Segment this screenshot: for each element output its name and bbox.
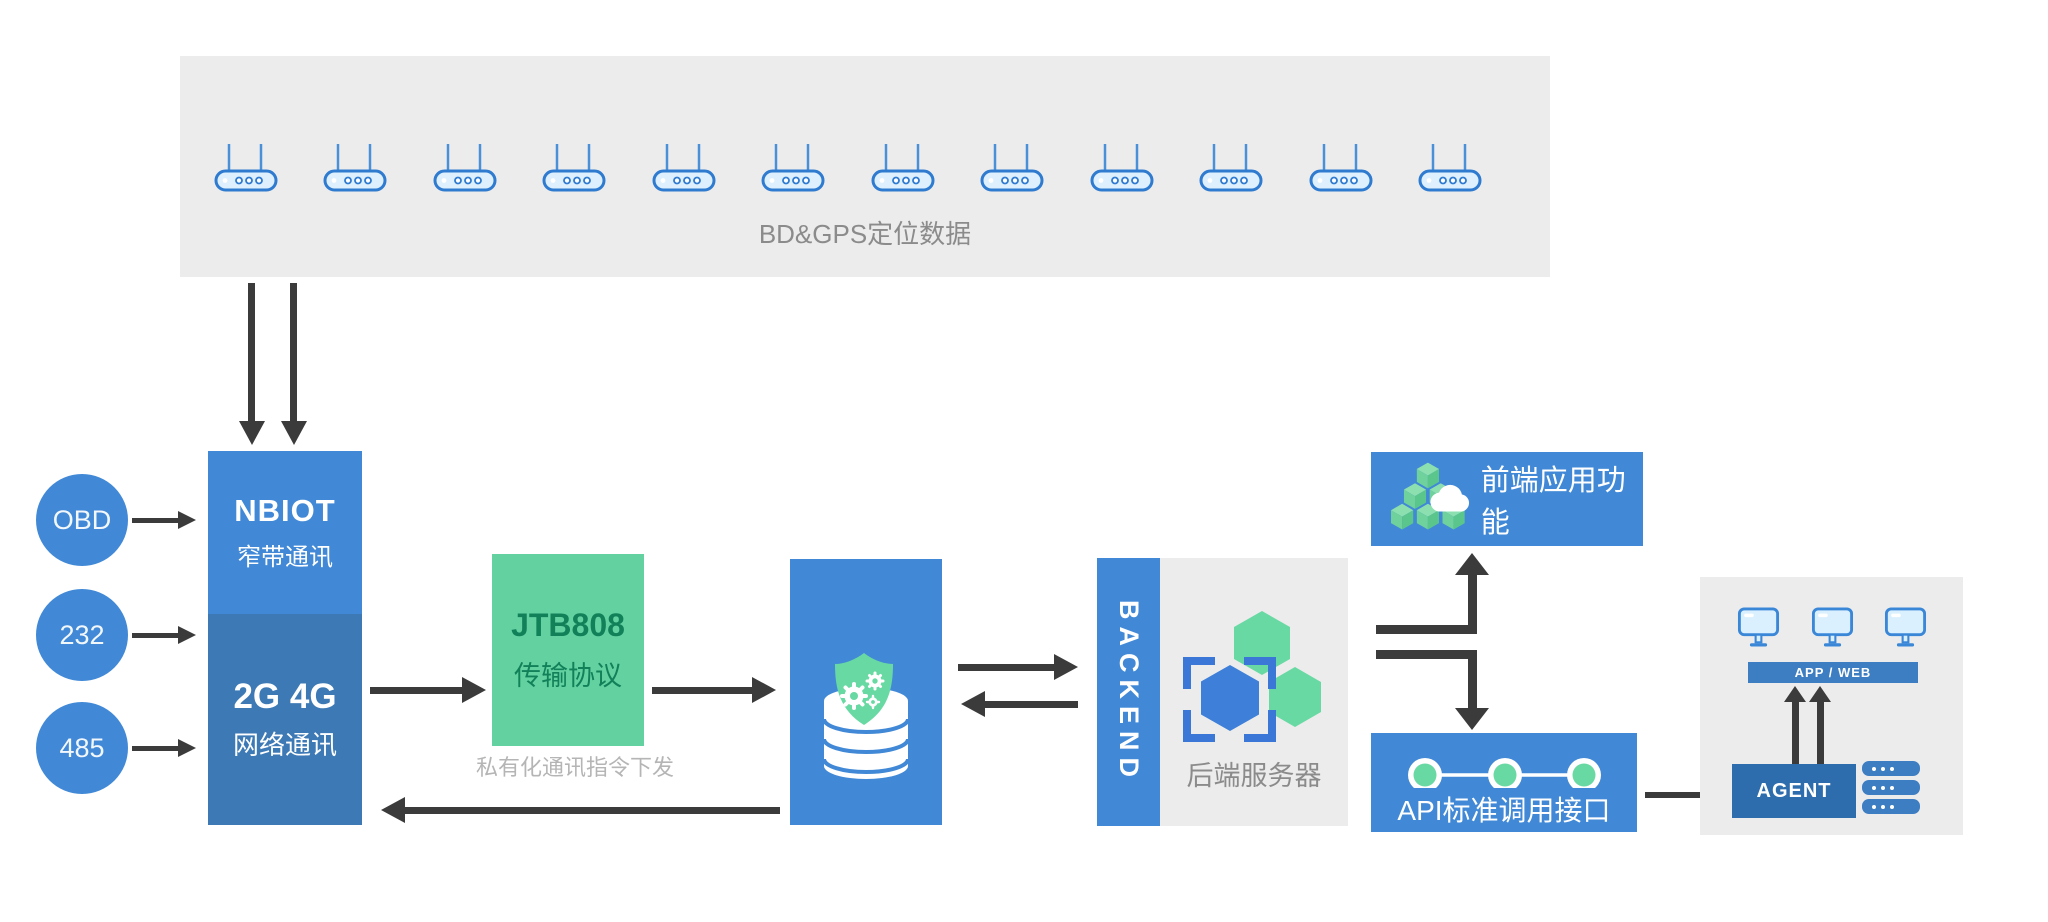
- label-485: 485: [59, 732, 105, 763]
- downlink-label: 私有化通讯指令下发: [475, 755, 674, 780]
- arrow-obd-to-gateway-head: [178, 511, 199, 529]
- node-232: 232: [36, 589, 128, 681]
- router-icon: [980, 144, 1044, 192]
- arrow-gateway-to-protocol: [370, 687, 462, 694]
- server-bar: [1862, 761, 1920, 776]
- router-icon: [433, 144, 497, 192]
- router-icon: [1309, 144, 1373, 192]
- arrow-obd-to-gateway: [132, 518, 178, 523]
- server-bar: [1862, 780, 1920, 795]
- bd-gps-panel: BD&GPS定位数据: [180, 56, 1550, 277]
- nbiot-subtitle: 窄带通讯: [237, 544, 333, 571]
- router-icon: [323, 144, 387, 192]
- server-stack-icon: [1862, 761, 1920, 818]
- node-485: 485: [36, 702, 128, 794]
- monitor-icon: [1884, 607, 1927, 649]
- api-box: API标准调用接口: [1371, 733, 1637, 832]
- arrow-backend-to-frontend-head: [1455, 550, 1489, 575]
- api-nodes-icon: [1371, 743, 1637, 788]
- nbiot-title: NBIOT: [234, 493, 336, 528]
- protocol-title: JTB808: [511, 607, 625, 643]
- arrow-232-to-gateway: [132, 633, 178, 638]
- arrow-agent-to-appweb-2-head: [1809, 683, 1831, 702]
- router-icon: [871, 144, 935, 192]
- shield-database-icon: [816, 649, 916, 784]
- arrow-server-to-backend-head: [1054, 654, 1081, 680]
- monitor-icon: [1737, 607, 1780, 649]
- arrow-downlink: [402, 807, 780, 814]
- arrow-server-to-backend: [958, 664, 1054, 671]
- net-2g4g-section: 2G 4G 网络通讯: [208, 614, 362, 825]
- arrow-agent-to-appweb-1: [1792, 698, 1799, 764]
- frontend-label: 前端应用功能: [1480, 465, 1626, 539]
- arrow-gps-to-gateway-2: [290, 283, 297, 423]
- arrow-backend-to-frontend-h: [1376, 625, 1477, 634]
- backend-ribbon-label: BACKEND: [1114, 600, 1144, 784]
- arrow-485-to-gateway-head: [178, 739, 199, 757]
- arrow-agent-to-appweb-1-head: [1784, 683, 1806, 702]
- arrow-backend-to-api-v: [1468, 650, 1477, 708]
- backend-ribbon: BACKEND: [1097, 558, 1160, 826]
- protocol-box: JTB808 传输协议: [492, 554, 644, 746]
- router-icon: [214, 144, 278, 192]
- arrow-backend-to-api-head: [1455, 708, 1489, 733]
- arrow-gps-to-gateway-1: [248, 283, 255, 423]
- api-label: API标准调用接口: [1397, 795, 1611, 826]
- gateway-box: NBIOT 窄带通讯 2G 4G 网络通讯: [208, 451, 362, 825]
- arrow-api-to-agent: [1645, 792, 1704, 798]
- label-232: 232: [59, 619, 105, 650]
- arrow-downlink-head: [378, 797, 405, 823]
- arrow-protocol-to-server-head: [752, 677, 779, 703]
- bd-gps-label: BD&GPS定位数据: [758, 219, 972, 249]
- protocol-subtitle: 传输协议: [514, 661, 622, 691]
- arrow-485-to-gateway: [132, 746, 178, 751]
- arrow-protocol-to-server: [652, 687, 752, 694]
- router-icon: [652, 144, 716, 192]
- router-icon: [761, 144, 825, 192]
- nbiot-section: NBIOT 窄带通讯: [208, 451, 362, 614]
- net-subtitle: 网络通讯: [232, 730, 337, 760]
- arrow-gps-to-gateway-1-head: [239, 421, 265, 448]
- obd-label: OBD: [52, 504, 112, 535]
- net-title: 2G 4G: [233, 677, 337, 716]
- backend-label: 后端服务器: [1186, 761, 1322, 791]
- router-icon: [1090, 144, 1154, 192]
- arrow-gps-to-gateway-2-head: [281, 421, 307, 448]
- backend-panel: 后端服务器: [1160, 558, 1348, 826]
- arrow-backend-to-api-h: [1376, 650, 1477, 659]
- arrow-gateway-to-protocol-head: [462, 677, 489, 703]
- frontend-box: 前端应用功能: [1371, 452, 1643, 546]
- arrow-backend-to-frontend-v: [1468, 572, 1477, 634]
- hexagon-cluster-icon: [1180, 600, 1340, 750]
- router-row: [214, 144, 1482, 192]
- arrow-backend-to-server-head: [958, 691, 985, 717]
- monitor-icon: [1811, 607, 1854, 649]
- app-web-bar: APP / WEB: [1748, 662, 1918, 683]
- agent-box: AGENT: [1732, 764, 1856, 818]
- router-icon: [1418, 144, 1482, 192]
- router-icon: [542, 144, 606, 192]
- client-panel: APP / WEB AGENT: [1700, 577, 1963, 835]
- server-bar: [1862, 799, 1920, 814]
- obd-node: OBD: [36, 474, 128, 566]
- router-icon: [1199, 144, 1263, 192]
- arrow-backend-to-server: [982, 701, 1078, 708]
- data-server-box: [790, 559, 942, 825]
- arrow-agent-to-appweb-2: [1817, 698, 1824, 764]
- arrow-232-to-gateway-head: [178, 626, 199, 644]
- cubes-cloud-icon: [1385, 459, 1471, 540]
